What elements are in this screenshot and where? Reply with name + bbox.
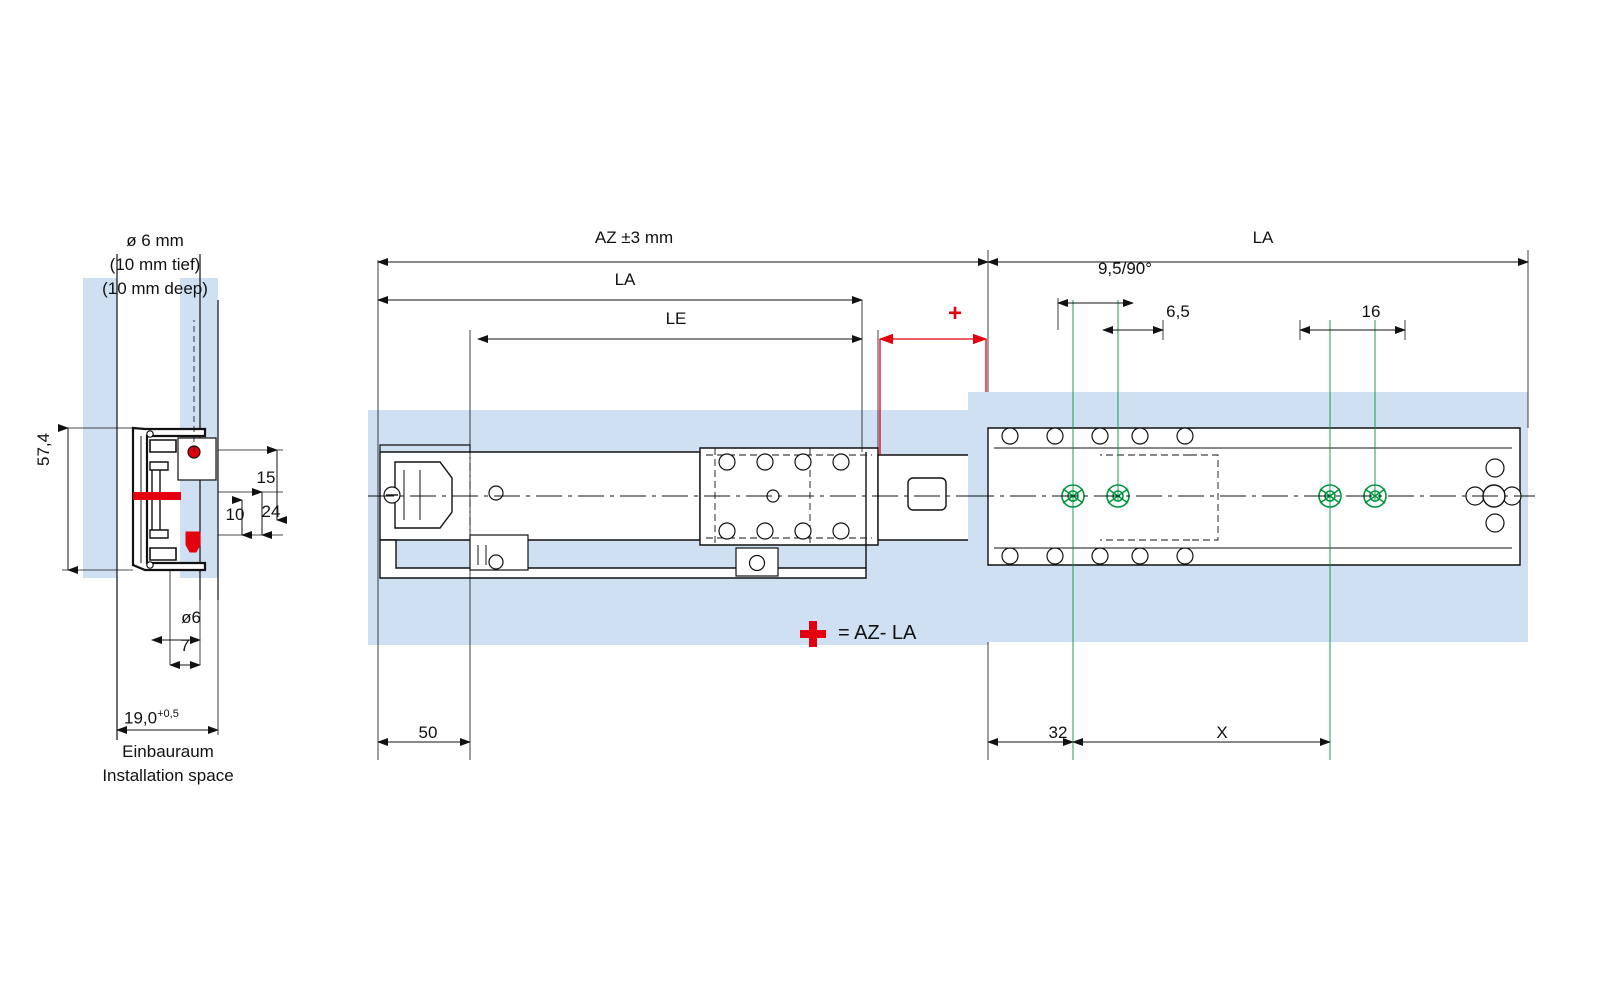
caption-installation-space: Installation space [102,766,234,785]
formula-text: = AZ- LA [838,622,917,644]
right-rail-view [968,250,1535,760]
install-dim-value: 19,0 [124,708,158,728]
dim-6-5: 6,5 [1166,302,1190,321]
plus-dim-symbol: + [947,300,963,327]
main-slide-view [368,250,1000,760]
slide-cross-section [131,426,217,572]
dim-32: 32 [1048,723,1068,742]
dim-le: LE [665,309,687,328]
caption-einbauraum: Einbauraum [122,742,214,761]
dim-az: AZ ±3 mm [594,228,674,247]
dim-x: X [1216,723,1228,742]
install-dim: 19,0+0,5 [124,708,179,729]
dim-la-right: LA [1252,228,1274,247]
dim-angle: 9,5/90° [1097,259,1153,278]
dim-10: 10 [225,505,245,524]
dim-dia-6: ø6 [181,608,201,627]
dim-24: 24 [261,502,281,521]
left-section-view [58,254,287,740]
dim-15: 15 [256,468,276,487]
hole-note-line2: (10 mm tief) [109,255,201,274]
install-dim-tolerance: +0,5 [157,708,179,720]
red-marker-bar [133,492,181,500]
dim-7: 7 [180,636,190,655]
dim-50: 50 [418,723,438,742]
dim-la-left: LA [614,270,636,289]
plus-symbol-legend [800,621,826,647]
dim-16: 16 [1361,302,1381,321]
hole-note-line3: (10 mm deep) [102,279,208,298]
height-dim-57-4: 57,4 [34,432,53,466]
hole-note-line1: ø 6 mm [126,231,184,250]
